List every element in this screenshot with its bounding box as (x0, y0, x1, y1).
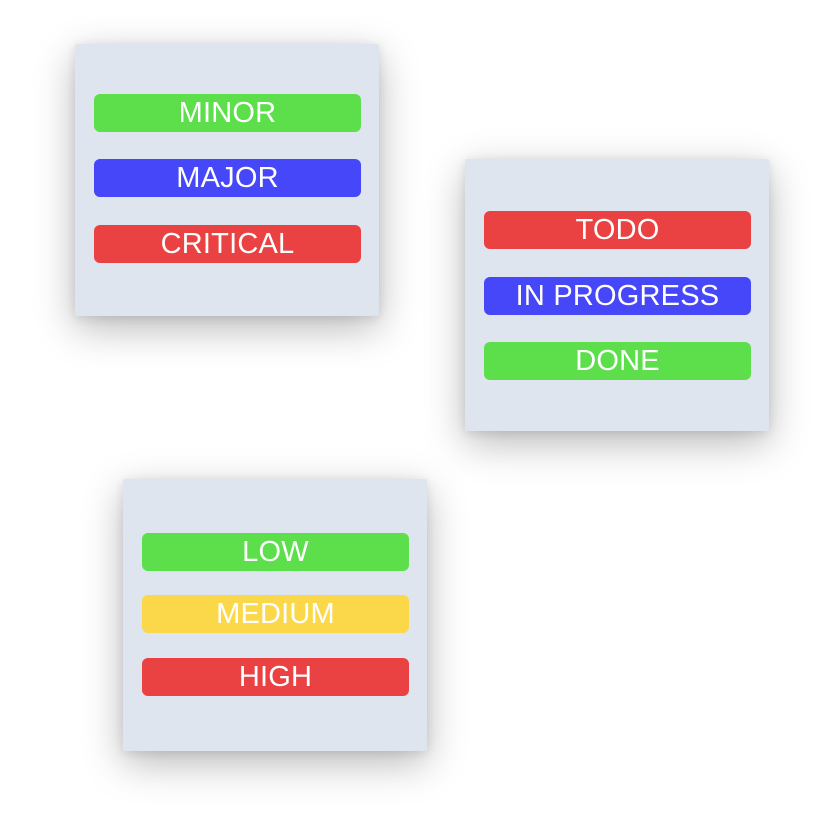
tag-done[interactable]: DONE (484, 342, 751, 380)
status-tag-card: TODO IN PROGRESS DONE (465, 159, 769, 431)
tag-in-progress[interactable]: IN PROGRESS (484, 277, 751, 315)
priority-tag-card: LOW MEDIUM HIGH (123, 479, 427, 751)
tag-todo[interactable]: TODO (484, 211, 751, 249)
severity-tag-card: MINOR MAJOR CRITICAL (75, 44, 379, 316)
tag-medium[interactable]: MEDIUM (142, 595, 409, 633)
tag-low[interactable]: LOW (142, 533, 409, 571)
tag-critical[interactable]: CRITICAL (94, 225, 361, 263)
tag-minor[interactable]: MINOR (94, 94, 361, 132)
tag-major[interactable]: MAJOR (94, 159, 361, 197)
tag-high[interactable]: HIGH (142, 658, 409, 696)
